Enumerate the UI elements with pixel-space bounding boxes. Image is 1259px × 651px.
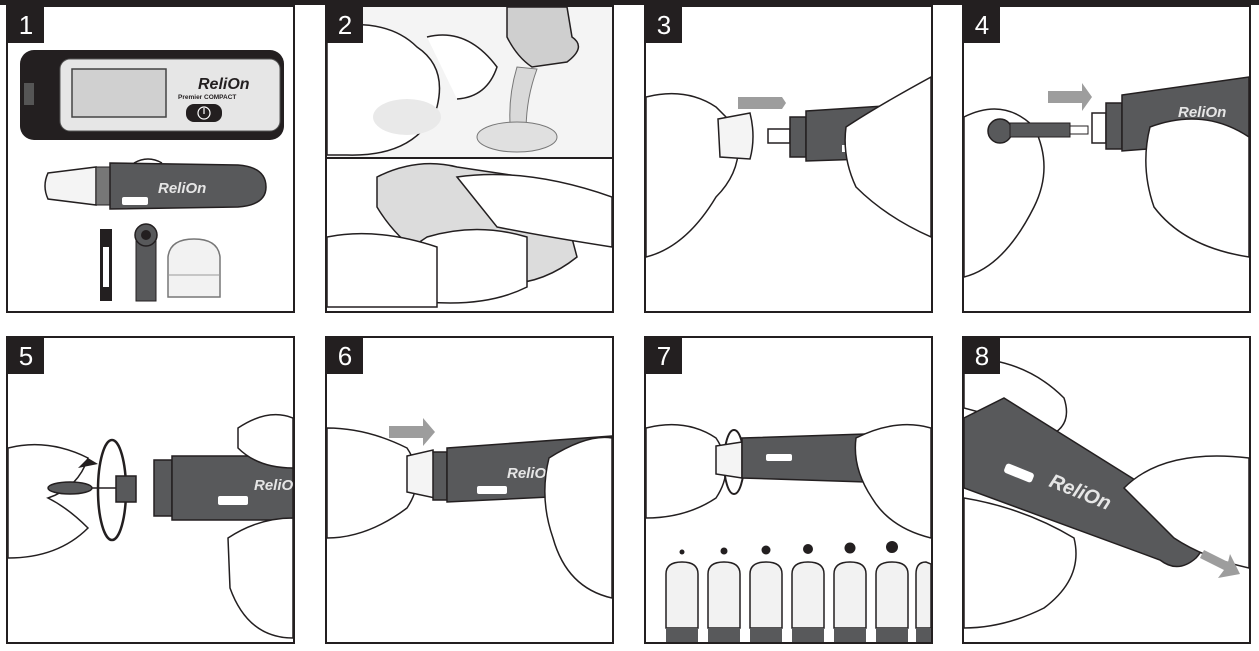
left-hand (327, 427, 418, 539)
faucet (506, 7, 580, 68)
step-panel-4: 4 ReliOn (962, 5, 1251, 313)
step-number: 2 (327, 7, 363, 43)
meter-subtitle: Premier COMPACT (178, 94, 236, 101)
hand-drying-scene (327, 162, 612, 308)
device-brand: ReliOn (507, 465, 555, 482)
lancing-device: ReliOn (44, 158, 267, 210)
step-panel-2: 2 (325, 5, 614, 313)
step-number: 7 (646, 338, 682, 374)
right-hand (854, 423, 931, 539)
left-hand (964, 108, 1045, 278)
device-cap (717, 112, 754, 160)
step-panel-7: 7 (644, 336, 933, 644)
step-2-illustration (327, 7, 612, 308)
device-brand: ReliOn (1178, 104, 1226, 121)
hand-washing-scene (327, 7, 612, 157)
left-hand (646, 423, 727, 519)
right-hand (844, 76, 931, 238)
top-rule (0, 0, 1259, 5)
step-6-illustration: ReliOn (327, 418, 612, 599)
meter-brand: ReliOn (198, 76, 250, 93)
right-hand (1122, 455, 1249, 569)
left-hand (646, 92, 740, 258)
step-panel-6: 6 ReliOn (325, 336, 614, 644)
step-number: 8 (964, 338, 1000, 374)
step-3-illustration (646, 76, 931, 258)
step-panel-3: 3 (644, 5, 933, 313)
step-7-illustration (646, 423, 931, 642)
release-arrow-icon (1200, 550, 1240, 578)
bottom-hand (964, 497, 1077, 629)
lancing-device: ReliOn (964, 397, 1206, 568)
left-hand (8, 443, 90, 559)
step-number: 4 (964, 7, 1000, 43)
right-hand (544, 436, 612, 599)
lancing-device (715, 433, 891, 483)
step-number: 1 (8, 7, 44, 43)
depth-settings (665, 541, 931, 642)
lancing-device: ReliOn (115, 455, 293, 521)
step-panel-8: 8 ReliOn (962, 336, 1251, 644)
meter-screen (71, 68, 167, 118)
push-arrow-icon (389, 418, 435, 446)
step-number: 6 (327, 338, 363, 374)
device-brand: ReliOn (254, 477, 293, 494)
pull-arrow-icon (738, 91, 786, 115)
lancet-tab (47, 481, 93, 495)
step-panel-5: 5 ReliOn (6, 336, 295, 644)
lancet (987, 118, 1089, 144)
step-5-illustration: ReliOn (8, 413, 293, 639)
step-panel-1: 1 ReliOn Premier COMPACT ReliOn (6, 5, 295, 313)
step-number: 3 (646, 7, 682, 43)
step-1-illustration: ReliOn Premier COMPACT ReliOn (20, 50, 284, 302)
insert-arrow-icon (1048, 83, 1092, 111)
lancet-and-caps (100, 223, 221, 302)
device-brand: ReliOn (158, 180, 206, 197)
glucose-meter: ReliOn Premier COMPACT (20, 50, 284, 140)
right-hand-top (237, 413, 293, 469)
step-4-illustration: ReliOn (964, 76, 1249, 278)
right-hand (1145, 118, 1249, 258)
right-hand-bottom (227, 517, 293, 639)
step-8-illustration: ReliOn (964, 357, 1249, 629)
step-number: 5 (8, 338, 44, 374)
